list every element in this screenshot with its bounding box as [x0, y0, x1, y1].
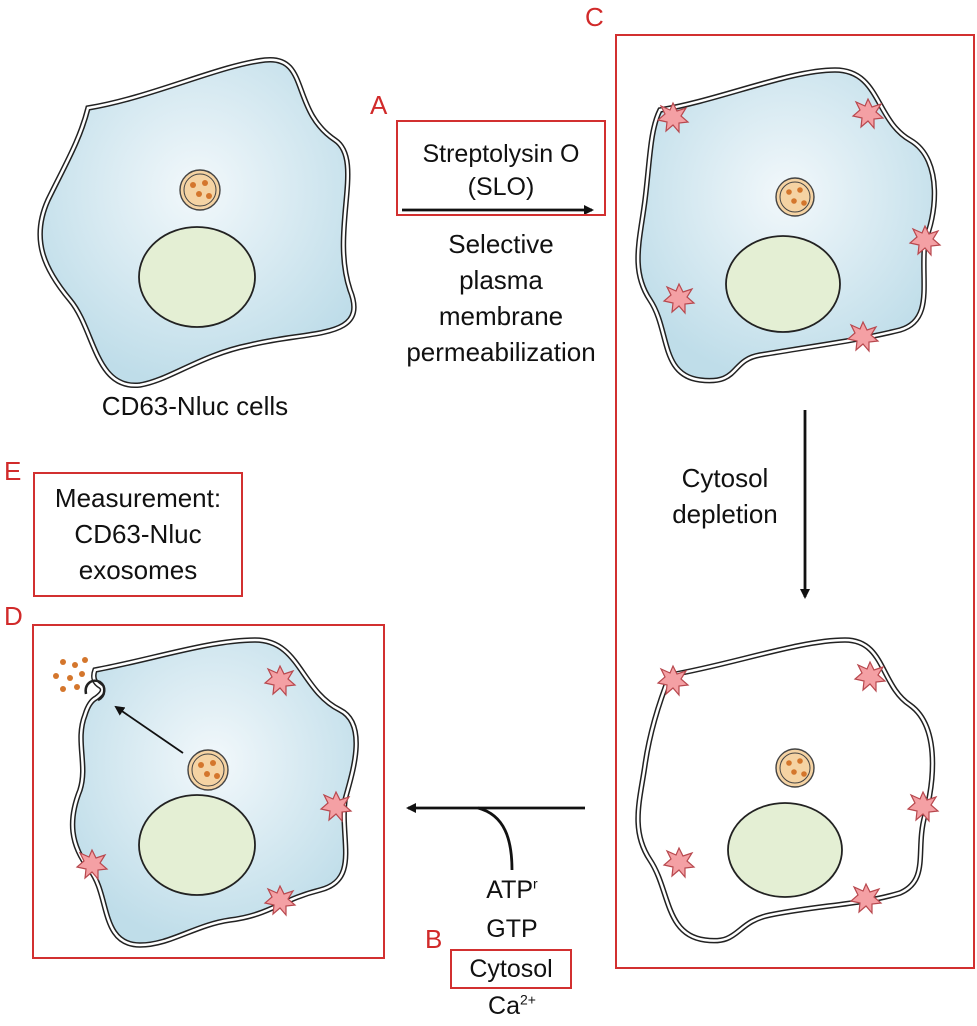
nucleus	[725, 235, 841, 333]
nucleus	[727, 802, 843, 898]
multivesicular-body	[179, 169, 221, 211]
nucleus	[138, 226, 256, 328]
cytosol-depleted-cell	[635, 637, 939, 944]
intact-cell	[37, 57, 357, 388]
start-cell-caption: CD63-Nluc cells	[101, 391, 289, 421]
permeabilized-cell	[635, 67, 941, 384]
reagent-calcium-label: Ca	[488, 992, 520, 1020]
label-c: C	[585, 2, 604, 32]
reagent-calcium: Ca2+	[462, 990, 562, 1023]
label-a: A	[370, 90, 388, 120]
slo-reagent-line1: Streptolysin O	[422, 140, 580, 168]
reconstituted-cell	[53, 637, 359, 948]
reagent-atp-superscript: r	[533, 875, 538, 892]
reagent-calcium-superscript: 2+	[520, 991, 536, 1008]
multivesicular-body	[775, 177, 815, 217]
reagent-atp: ATPr	[462, 874, 562, 907]
box-slo	[396, 120, 606, 216]
box-measurement	[33, 472, 243, 597]
nucleus	[138, 794, 256, 896]
label-b: B	[425, 924, 443, 954]
fusion-pocket	[84, 679, 106, 702]
box-step-d	[32, 624, 385, 959]
label-d: D	[4, 601, 23, 631]
cytosol-depletion-description: Cytosol depletion	[672, 463, 778, 529]
reagent-gtp: GTP	[486, 915, 538, 943]
released-exosomes	[53, 657, 88, 692]
box-cytosol	[450, 949, 572, 989]
arrow-b-input	[477, 806, 514, 871]
reagent-atp-label: ATP	[486, 876, 534, 904]
exocytosis-arrow	[114, 705, 184, 754]
slo-reagent-line2: (SLO)	[467, 173, 535, 201]
multivesicular-body	[775, 748, 815, 788]
permeabilization-description: Selective plasma membrane permeabilizati…	[406, 229, 596, 367]
reagent-cytosol: Cytosol	[469, 955, 553, 983]
multivesicular-body	[187, 749, 229, 791]
box-step-c	[615, 34, 975, 969]
measurement-text: Measurement: CD63-Nluc exosomes	[54, 483, 222, 585]
label-e: E	[4, 456, 22, 486]
